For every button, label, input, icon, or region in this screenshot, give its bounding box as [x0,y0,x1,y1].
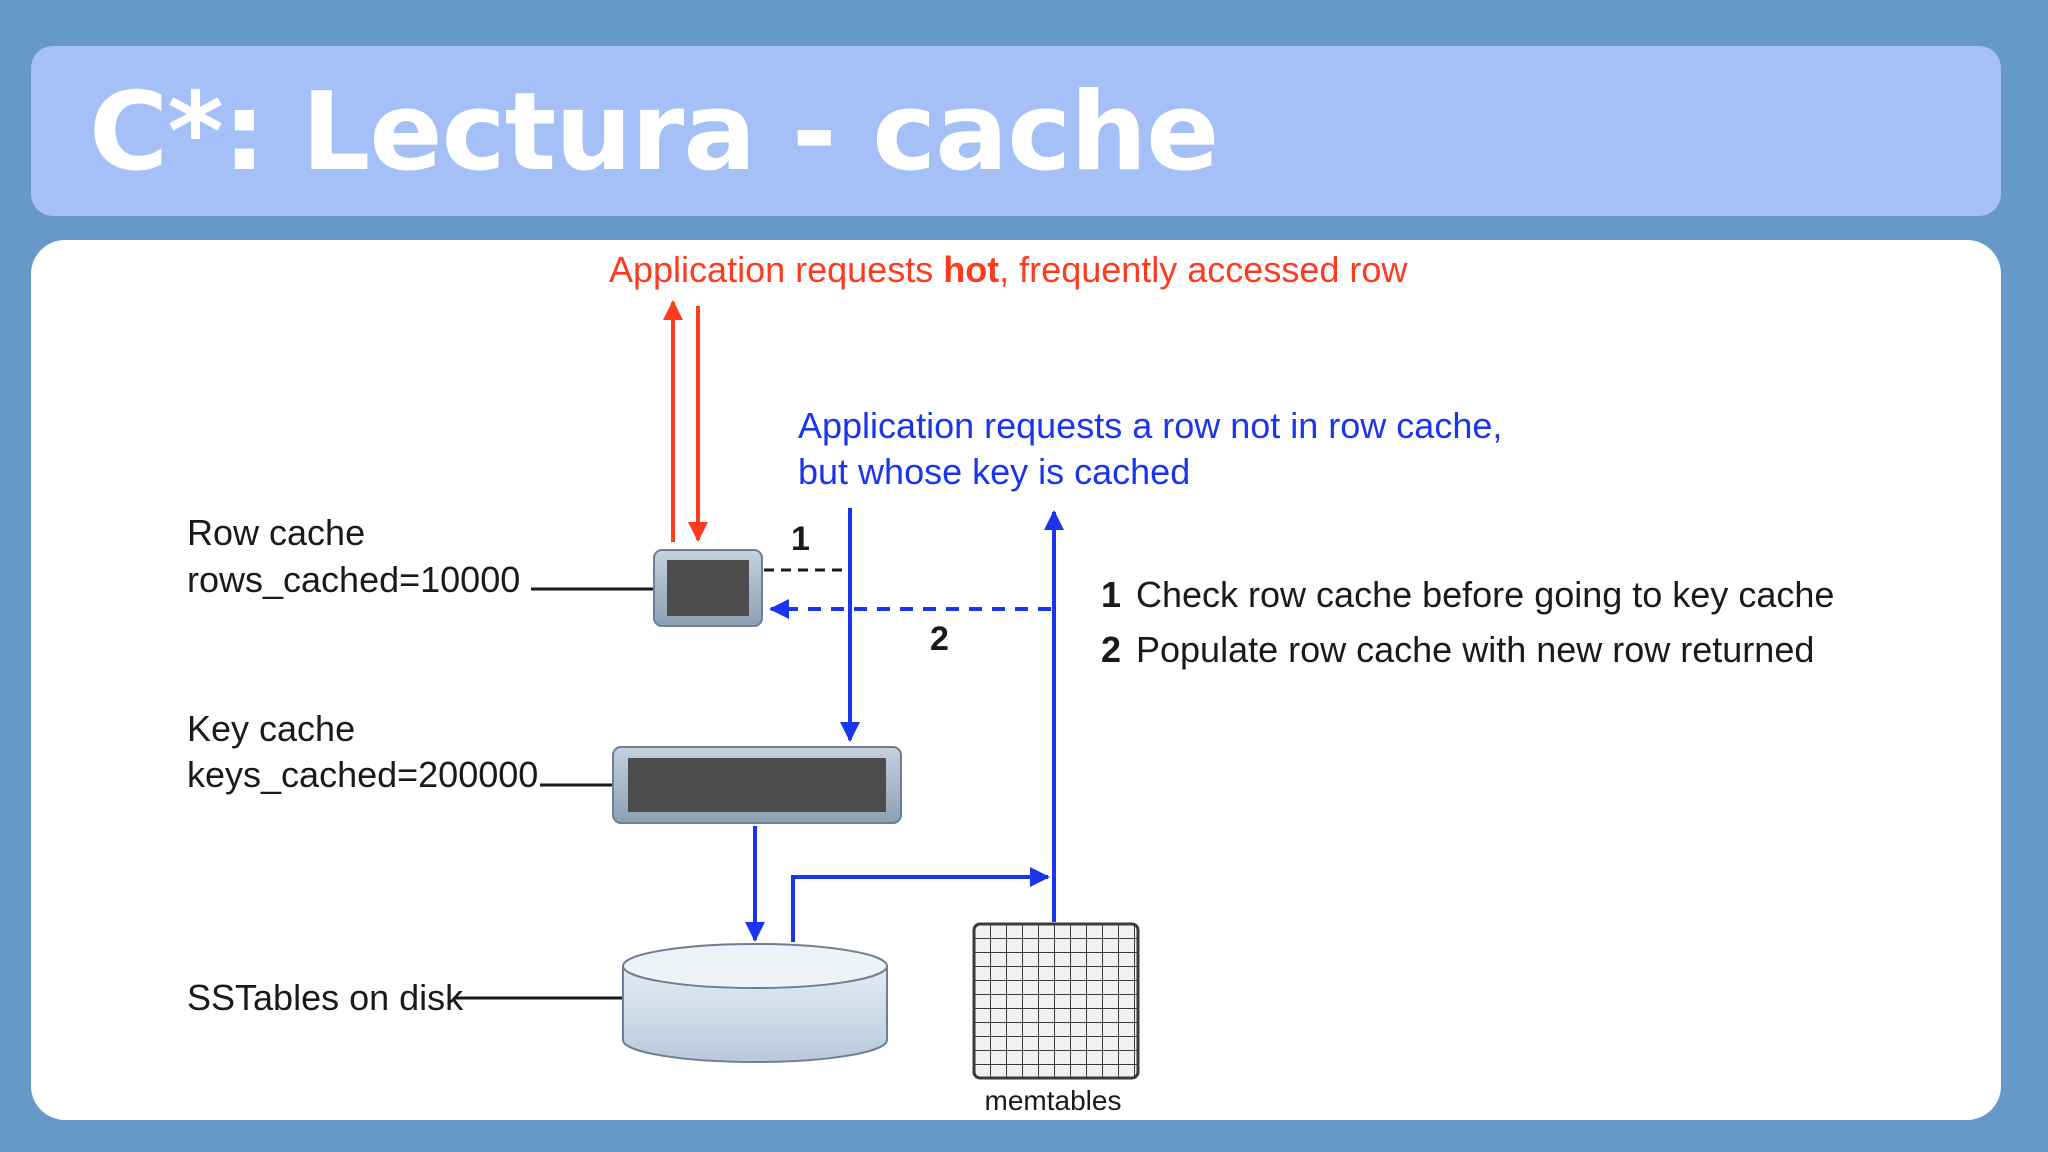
key-cache-setting: keys_cached=200000 [187,754,538,795]
slide-title: C*: Lectura - cache [89,70,1219,195]
row-cache-inner [667,560,749,616]
key-cache-label: Key cache [187,708,355,749]
hot-request-text: Application requests hot, frequently acc… [609,249,1408,290]
memtables-label: memtables [985,1085,1122,1116]
read-cache-diagram: Application requests hot, frequently acc… [187,249,1834,1116]
step2-marker: 2 [930,620,949,658]
key-cache-inner [628,758,886,812]
legend-step2-text: Populate row cache with new row returned [1136,629,1814,670]
sstables-label: SSTables on disk [187,977,464,1018]
legend-step2-number: 2 [1101,629,1121,670]
row-cache-setting: rows_cached=10000 [187,559,520,600]
sstable-to-merge-arrow [791,867,1050,942]
legend-step1-number: 1 [1101,574,1121,615]
legend-step1-text: Check row cache before going to key cach… [1136,574,1834,615]
memtables-grid [972,922,1140,1080]
row-cache-label: Row cache [187,512,365,553]
sstables-disk-body [622,966,888,1063]
title-bar: C*: Lectura - cache [31,46,2001,216]
diagram-panel: Application requests hot, frequently acc… [31,240,2001,1120]
step1-marker: 1 [791,520,810,558]
miss-request-line1: Application requests a row not in row ca… [798,405,1502,446]
sstables-disk-top [622,943,888,989]
miss-request-line2: but whose key is cached [798,451,1190,492]
